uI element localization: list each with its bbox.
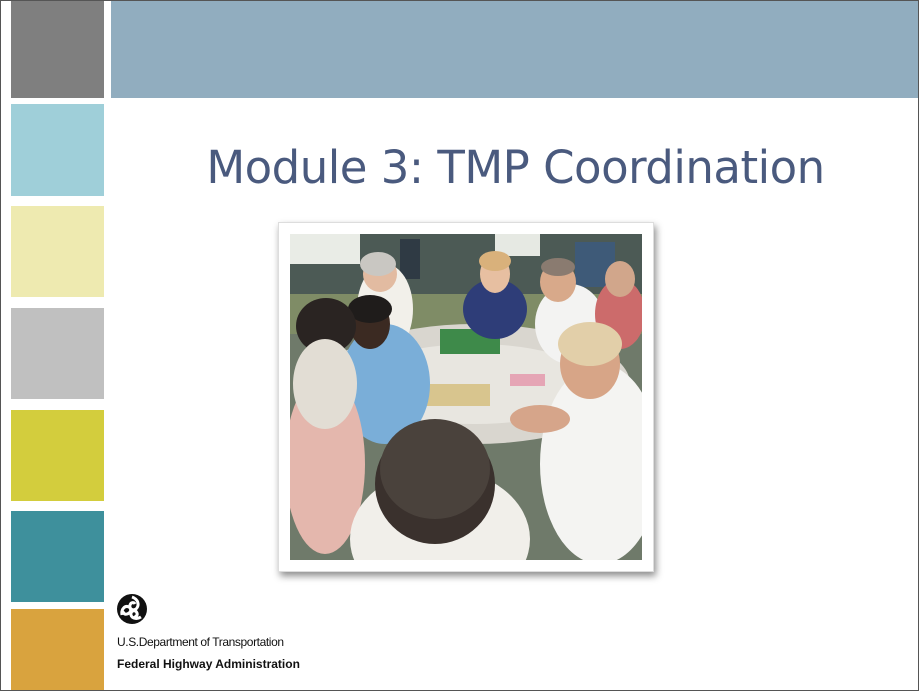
sidebar-tile-olive-yellow [11,410,104,501]
dot-fhwa-logo: U.S.Department of Transportation Federal… [113,591,323,681]
slide-left-margin [1,1,11,690]
slide-title: Module 3: TMP Coordination [206,141,825,194]
sidebar-tile-pale-yellow [11,206,104,297]
sidebar-tile-gray [11,1,104,98]
sidebar-tile-teal [11,511,104,602]
photo-frame [278,222,654,572]
dot-triskelion-icon [117,594,147,624]
sidebar-tile-silver [11,308,104,399]
administration-name: Federal Highway Administration [117,657,300,671]
header-band [111,1,918,98]
meeting-photo [290,234,642,560]
sidebar-tile-light-blue [11,104,104,196]
sidebar-tile-mustard [11,609,104,690]
department-name: U.S.Department of Transportation [117,635,284,649]
